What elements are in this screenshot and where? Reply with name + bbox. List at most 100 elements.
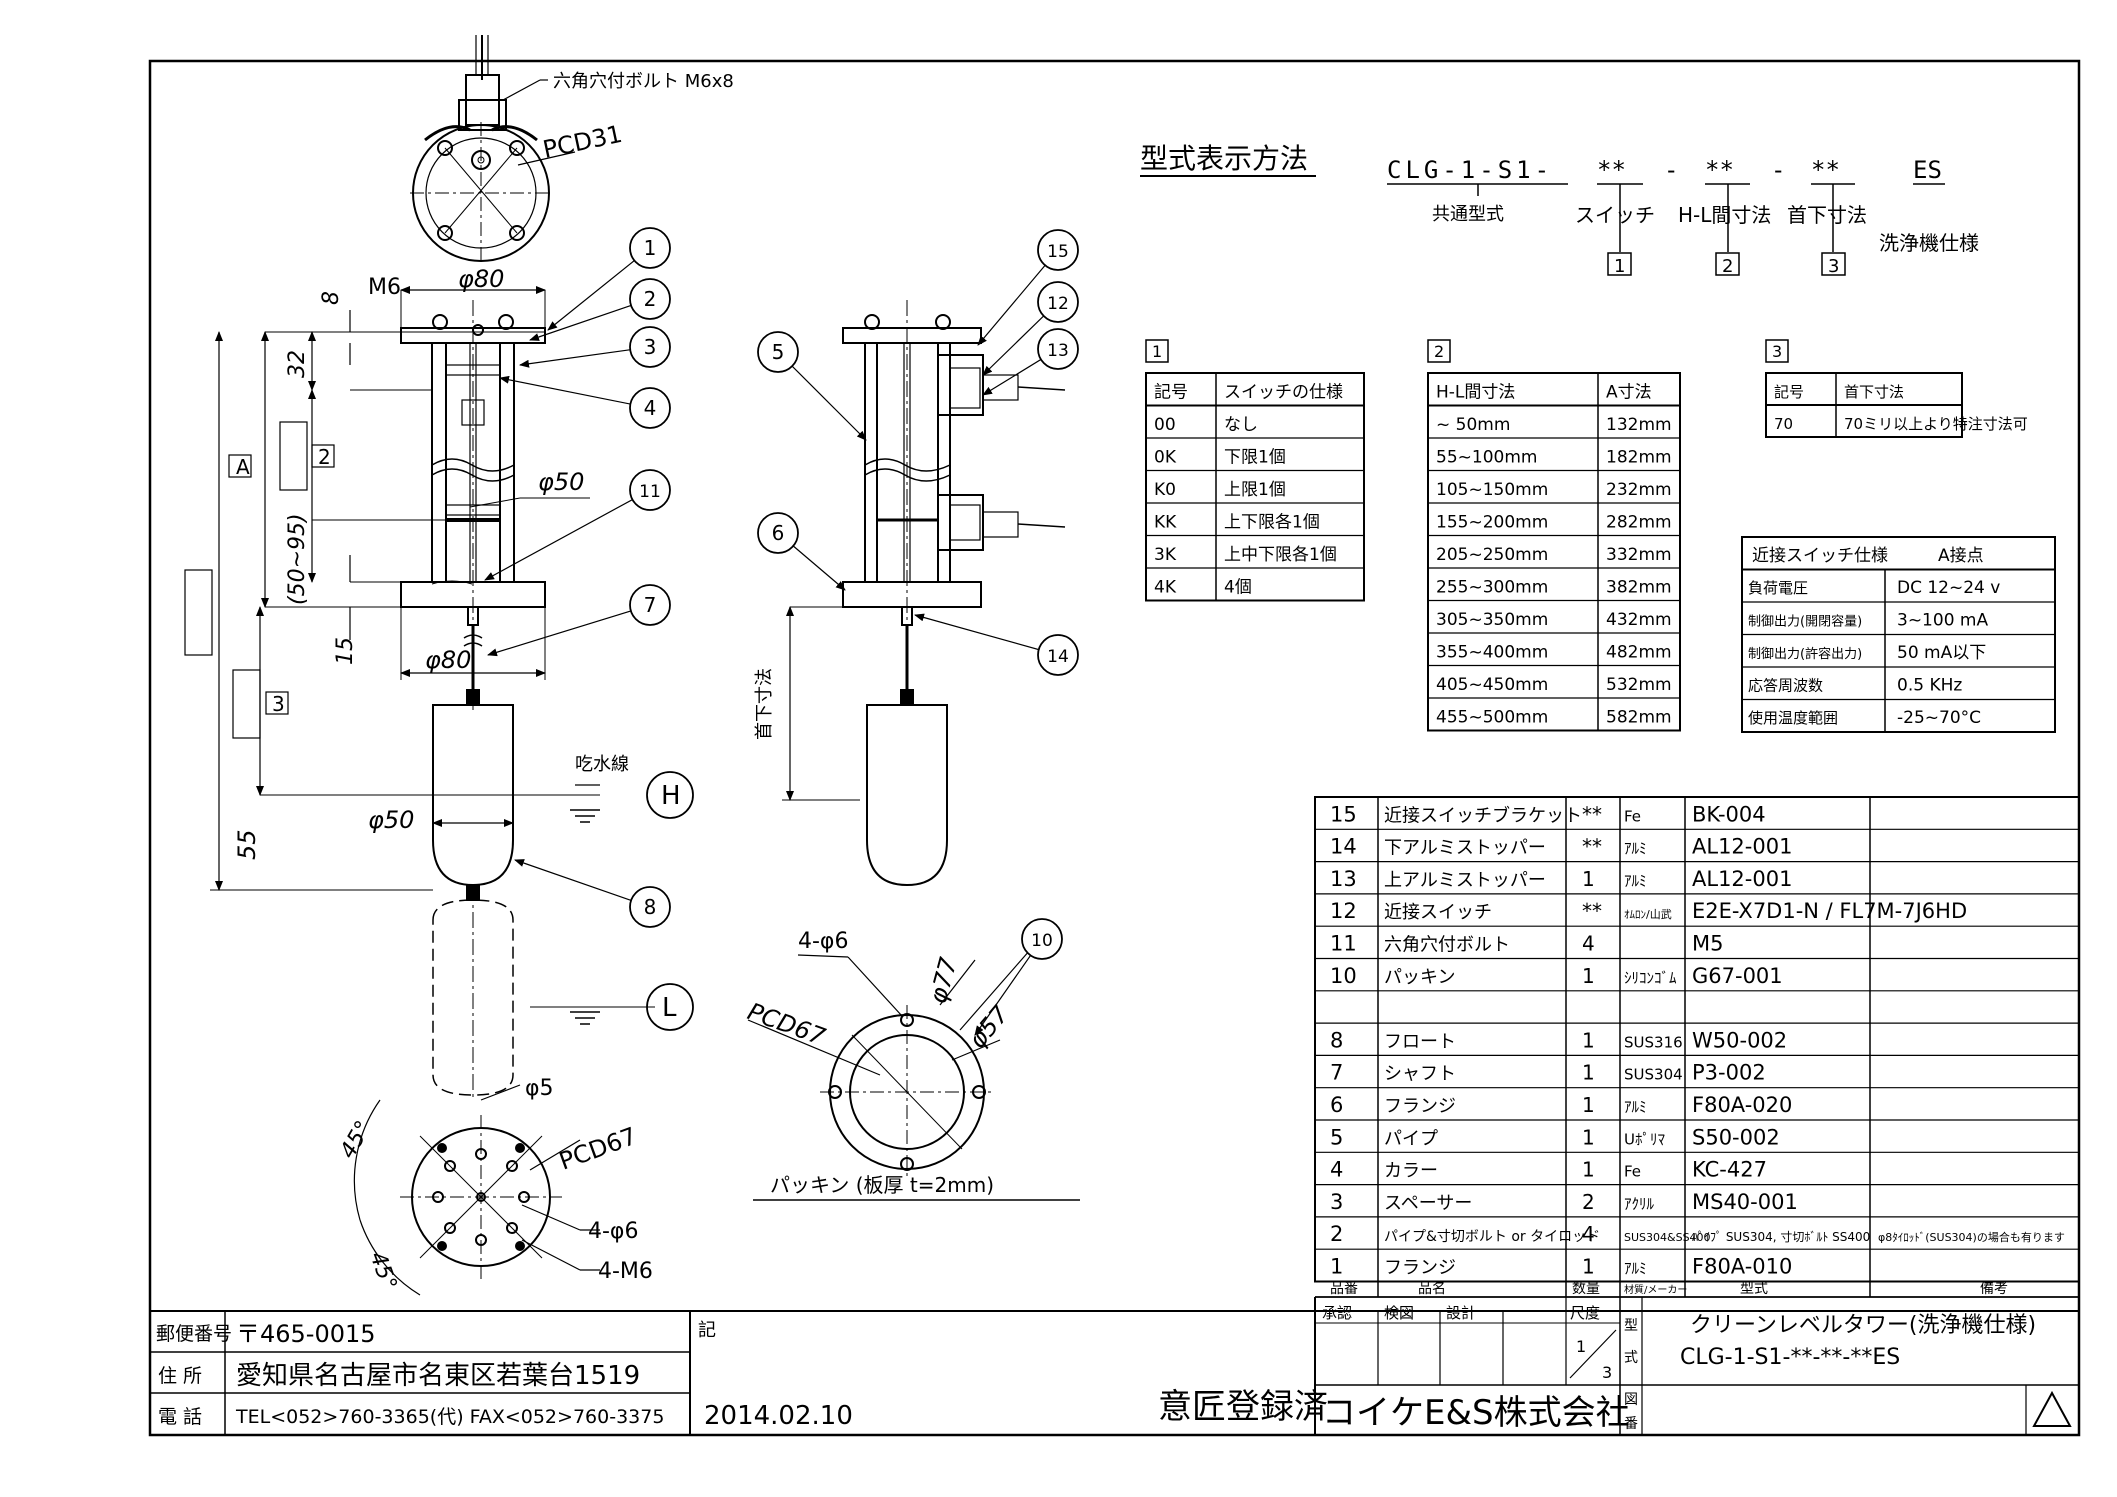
table2-cell: 232mm (1606, 480, 1672, 500)
parts-model: W50-002 (1692, 1028, 1787, 1052)
dim-label-2: 2 (318, 445, 331, 469)
balloon-number: 1 (644, 236, 657, 260)
table2-cell: 305~350mm (1436, 610, 1548, 630)
revision-triangle-icon (2032, 1390, 2072, 1427)
parts-header-5: 備考 (1980, 1281, 2008, 1297)
balloon-number: 6 (772, 521, 785, 545)
parts-no: 3 (1330, 1190, 1343, 1214)
note-label: 記 (698, 1320, 716, 1341)
model-code-es: ES (1913, 156, 1942, 184)
switch-spec-label: 使用温度範囲 (1748, 709, 1838, 727)
parts-no: 6 (1330, 1093, 1343, 1117)
table1-cell: なし (1224, 415, 1258, 435)
title-block: 郵便番号 〒465-0015 住 所 愛知県名古屋市名東区若葉台1519 電 話… (150, 1296, 2079, 1435)
balloon-callout (1037, 229, 1079, 271)
product-code: CLG-1-S1-**-**-**ES (1680, 1345, 1900, 1370)
table1-cell: 0K (1154, 448, 1177, 468)
table2-header-0: H-L間寸法 (1436, 383, 1515, 403)
bottom-flange-view (353, 1084, 600, 1296)
balloon-callout (1021, 918, 1063, 960)
parts-qty: 1 (1582, 867, 1595, 891)
dim-8: 8 (319, 291, 344, 305)
table1-cell: 00 (1154, 415, 1176, 435)
table1-cell: 4K (1154, 578, 1177, 598)
parts-header-0: 品番 (1330, 1281, 1358, 1297)
table3-header-1: 首下寸法 (1844, 383, 1904, 401)
parts-name: パイプ&寸切ボルト or タイロッド (1384, 1229, 1600, 1245)
table1-cell: 上限1個 (1224, 480, 1286, 500)
table1-header-1: スイッチの仕様 (1224, 383, 1343, 403)
water-line-label: 吃水線 (575, 754, 629, 775)
dim-phi77: φ77 (924, 954, 963, 1007)
table2-cell: 405~450mm (1436, 675, 1548, 695)
table1-cell: K0 (1154, 480, 1176, 500)
dim-phi57: φ57 (963, 1000, 1015, 1054)
balloon-number: 12 (1047, 294, 1069, 314)
pcd67-bottom-label: PCD67 (555, 1122, 640, 1176)
main-front-view (184, 286, 655, 1100)
table1-cell: KK (1154, 513, 1177, 533)
switch-spec-value: 0.5 KHz (1897, 676, 1962, 696)
drawing-label-1: 図 (1624, 1392, 1638, 1408)
dim-50-95: (50~95) (285, 513, 310, 605)
dim-m6: M6 (368, 275, 401, 300)
balloon-number: 15 (1047, 242, 1069, 262)
parts-material: ｱﾙﾐ (1624, 840, 1647, 858)
switch-spec-value: -25~70°C (1897, 708, 1981, 728)
table2-cell: 205~250mm (1436, 545, 1548, 565)
parts-material: ｱﾙﾐ (1624, 1260, 1647, 1278)
parts-no: 8 (1330, 1028, 1343, 1052)
neck-length-label: 首下寸法 (754, 668, 775, 740)
balloon-callout (629, 387, 671, 429)
table2-cell: 255~300mm (1436, 578, 1548, 598)
parts-no: 4 (1330, 1158, 1343, 1182)
parts-name: スペーサー (1384, 1193, 1472, 1214)
table2-cell: 105~150mm (1436, 480, 1548, 500)
parts-material: Fe (1624, 1163, 1641, 1181)
balloon-number: 5 (772, 340, 785, 364)
balloon-number: 8 (644, 895, 657, 919)
parts-material: Fe (1624, 807, 1641, 825)
switch-spec-title2: A接点 (1938, 546, 1984, 566)
parts-material: ｵﾑﾛﾝ/山武 (1624, 908, 1672, 921)
holes-4-phi6: 4-φ6 (588, 1219, 638, 1244)
table2-header-1: A寸法 (1606, 383, 1652, 403)
table1-cell: 上下限各1個 (1224, 513, 1320, 533)
model-ref-3: 3 (1828, 256, 1839, 277)
address-value: 愛知県名古屋市名東区若葉台1519 (236, 1361, 640, 1391)
postal-label: 郵便番号 (156, 1323, 232, 1345)
table1-cell: 上中下限各1個 (1224, 545, 1337, 565)
gasket-holes: 4-φ6 (798, 929, 848, 954)
parts-header-2: 数量 (1572, 1281, 1600, 1297)
pcd67-gasket-label: PCD67 (744, 997, 830, 1051)
table2-cell: 282mm (1606, 513, 1672, 533)
parts-qty: ** (1582, 802, 1602, 826)
dim-label-3: 3 (272, 692, 285, 716)
switch-spec-value: DC 12~24 v (1897, 578, 2000, 598)
dim-15: 15 (333, 637, 358, 665)
date-value: 2014.02.10 (704, 1401, 853, 1431)
approval-label: 承認 (1322, 1304, 1352, 1322)
table2-cell: 582mm (1606, 708, 1672, 728)
parts-name: 上アルミストッパー (1384, 870, 1546, 891)
balloon-number: 7 (644, 593, 657, 617)
model-code-hl: ** (1705, 156, 1734, 184)
table2-cell: 332mm (1606, 545, 1672, 565)
balloon-number: 3 (644, 335, 657, 359)
table2-cell: 432mm (1606, 610, 1672, 630)
switch-spec-value: 3~100 mA (1897, 611, 1988, 631)
drawing-label-2: 番 (1624, 1416, 1638, 1432)
parts-name: パッキン (1384, 967, 1455, 988)
balloon-callout (757, 331, 799, 373)
level-h-label: H (661, 781, 681, 811)
parts-header-4: 型式 (1740, 1281, 1768, 1297)
dim-label-a: A (236, 455, 250, 479)
balloon-number: 11 (639, 482, 661, 502)
parts-no: 13 (1330, 867, 1357, 891)
balloon-callout (757, 512, 799, 554)
scale-numerator: 1 (1576, 1337, 1586, 1356)
